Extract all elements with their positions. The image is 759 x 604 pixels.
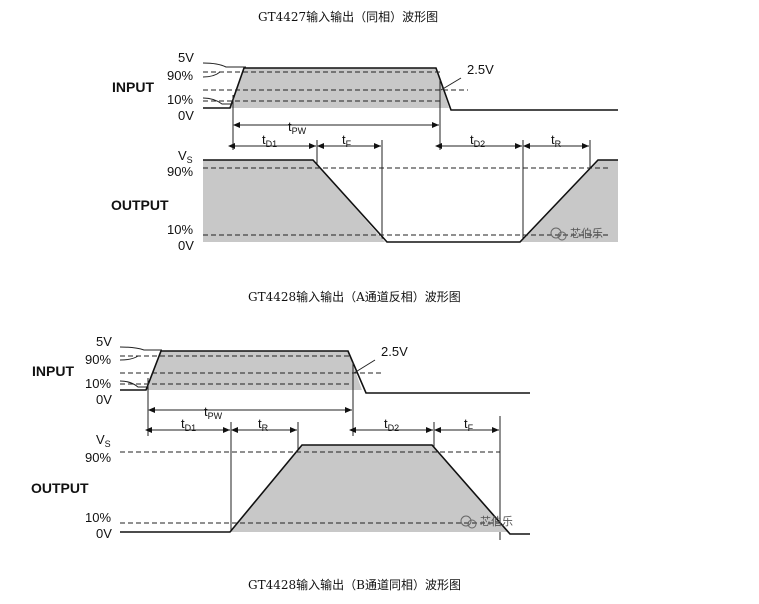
label-tr: tR bbox=[551, 132, 562, 149]
input-waveform bbox=[202, 62, 618, 111]
wechat-icon bbox=[550, 227, 562, 239]
label-10pct-out-2: 10% bbox=[85, 510, 111, 525]
label-90pct-out-2: 90% bbox=[85, 450, 111, 465]
label-tr-2: tR bbox=[258, 416, 269, 433]
wechat-icon-2 bbox=[460, 515, 472, 527]
label-output: OUTPUT bbox=[111, 197, 169, 213]
label-10pct-out: 10% bbox=[167, 222, 193, 237]
output-waveform bbox=[203, 159, 618, 243]
watermark-1: 芯伯乐 bbox=[550, 226, 603, 241]
label-vs-1: VS bbox=[178, 148, 193, 165]
label-td2-2: tD2 bbox=[384, 416, 399, 433]
label-td2: tD2 bbox=[470, 132, 485, 149]
output-waveform-2 bbox=[120, 444, 530, 535]
watermark-2: 芯伯乐 bbox=[460, 514, 513, 529]
label-td1: tD1 bbox=[262, 132, 277, 149]
caption-gt4428-b: GT4428输入输出（B通道同相）波形图 bbox=[248, 578, 461, 592]
diagram-gt4428: 5V 90% 10% 0V 2.5V INPUT tPW tD1 tR tD2 … bbox=[31, 334, 530, 541]
label-output-2: OUTPUT bbox=[31, 480, 89, 496]
label-10pct-in: 10% bbox=[167, 92, 193, 107]
diagram-gt4427: 5V 90% 10% 0V 2.5V INPUT tPW tD1 tF tD2 … bbox=[111, 50, 618, 253]
svg-text:芯伯乐: 芯伯乐 bbox=[570, 226, 603, 240]
label-5v-2: 5V bbox=[96, 334, 112, 349]
label-tf: tF bbox=[342, 132, 352, 149]
label-2v5: 2.5V bbox=[467, 62, 494, 77]
label-90pct-out: 90% bbox=[167, 164, 193, 179]
label-2v5-2: 2.5V bbox=[381, 344, 408, 359]
label-td1-2: tD1 bbox=[181, 416, 196, 433]
label-90pct-in: 90% bbox=[167, 68, 193, 83]
label-5v: 5V bbox=[178, 50, 194, 65]
label-0v-out: 0V bbox=[178, 238, 194, 253]
svg-text:芯伯乐: 芯伯乐 bbox=[480, 514, 513, 528]
label-0v-in-2: 0V bbox=[96, 392, 112, 407]
label-tf-2: tF bbox=[464, 416, 474, 433]
label-0v-in: 0V bbox=[178, 108, 194, 123]
label-90pct-in-2: 90% bbox=[85, 352, 111, 367]
label-input: INPUT bbox=[112, 79, 154, 95]
label-10pct-in-2: 10% bbox=[85, 376, 111, 391]
label-vs-2: VS bbox=[96, 432, 111, 449]
caption-gt4427: GT4427输入输出（同相）波形图 bbox=[258, 10, 439, 24]
label-0v-out-2: 0V bbox=[96, 526, 112, 541]
label-tpw-2: tPW bbox=[204, 404, 223, 421]
label-input-2: INPUT bbox=[32, 363, 74, 379]
caption-gt4428-a: GT4428输入输出（A通道反相）波形图 bbox=[248, 290, 461, 304]
label-tpw: tPW bbox=[288, 119, 307, 136]
input-waveform-2 bbox=[119, 346, 530, 394]
